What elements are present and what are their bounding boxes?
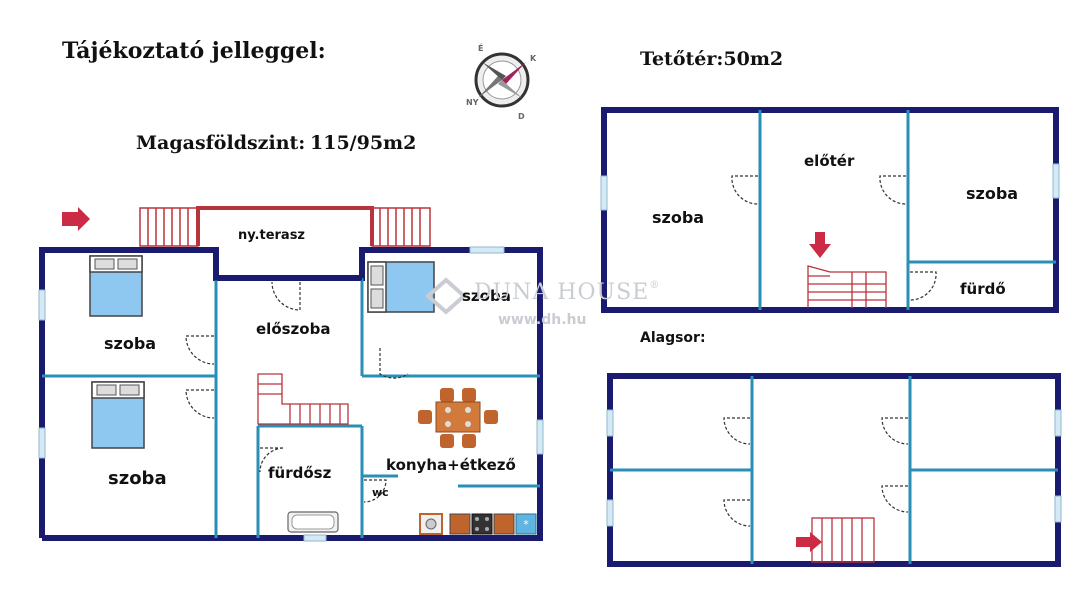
attic-windows bbox=[600, 163, 1060, 211]
basement-windows bbox=[606, 409, 1062, 527]
bed-icon bbox=[91, 381, 145, 449]
door-icons-basement bbox=[723, 417, 909, 527]
room-label-hall: előszoba bbox=[256, 320, 331, 338]
bed-icon bbox=[367, 261, 435, 313]
attic-room-label-left: szoba bbox=[652, 208, 705, 227]
basement-stairs bbox=[811, 517, 875, 563]
door-icons-attic bbox=[731, 175, 937, 301]
attic-arrow-icon bbox=[809, 232, 831, 258]
ground-stairs bbox=[257, 373, 349, 425]
terrace-inner-boundary bbox=[213, 250, 362, 281]
watermark-registered: ® bbox=[649, 280, 661, 291]
bed-icon bbox=[89, 255, 143, 317]
basement-arrow-icon bbox=[796, 532, 822, 552]
ground-floor-area: 115/95m2 bbox=[310, 132, 417, 154]
compass-west: NY bbox=[466, 98, 479, 107]
terrace-stairs-left bbox=[139, 207, 199, 247]
ground-floor-windows bbox=[38, 246, 544, 542]
attic-stairs bbox=[807, 265, 887, 308]
compass-south: D bbox=[518, 112, 525, 121]
attic-room-label-bathroom: fürdő bbox=[960, 280, 1006, 298]
compass-east: K bbox=[530, 54, 537, 63]
door-icons-ground bbox=[185, 281, 409, 503]
terrace-wall bbox=[196, 206, 374, 246]
basement-label: Alagsor: bbox=[640, 330, 706, 346]
page-title: Tájékoztató jelleggel: bbox=[62, 38, 326, 64]
room-label-bedroom-3: szoba bbox=[462, 287, 511, 305]
watermark-logo-icon bbox=[424, 277, 468, 315]
room-label-terrace: ny.terasz bbox=[238, 228, 305, 243]
room-label-bedroom-1: szoba bbox=[104, 334, 157, 353]
room-label-kitchen: konyha+étkező bbox=[386, 456, 516, 474]
room-label-bedroom-2: szoba bbox=[108, 468, 167, 489]
compass-icon bbox=[474, 52, 530, 108]
terrace-stairs-right bbox=[371, 207, 431, 247]
basement-inner-walls bbox=[610, 376, 1058, 564]
attic-label: Tetőtér:50m2 bbox=[640, 48, 784, 70]
watermark-brand-text: DUNA HOUSE bbox=[474, 280, 650, 305]
dining-table-icon bbox=[418, 388, 498, 448]
room-label-wc: wc bbox=[372, 486, 389, 499]
attic-room-label-right: szoba bbox=[966, 184, 1019, 203]
compass-north: É bbox=[478, 44, 484, 53]
ground-floor-label: Magasföldszint: bbox=[136, 132, 306, 154]
watermark-url: www.dh.hu bbox=[498, 312, 587, 328]
attic-inner-walls bbox=[758, 110, 1056, 310]
entry-arrow-icon bbox=[62, 207, 90, 231]
room-label-bathroom: fürdősz bbox=[268, 464, 332, 482]
bathtub-icon bbox=[287, 511, 339, 533]
attic-room-label-hall: előtér bbox=[804, 152, 855, 170]
ground-floor-inner-walls bbox=[42, 278, 540, 538]
kitchen-counter-icon: * bbox=[419, 513, 537, 535]
watermark-brand: DUNA HOUSE® bbox=[474, 280, 660, 305]
svg-text:*: * bbox=[523, 518, 529, 531]
